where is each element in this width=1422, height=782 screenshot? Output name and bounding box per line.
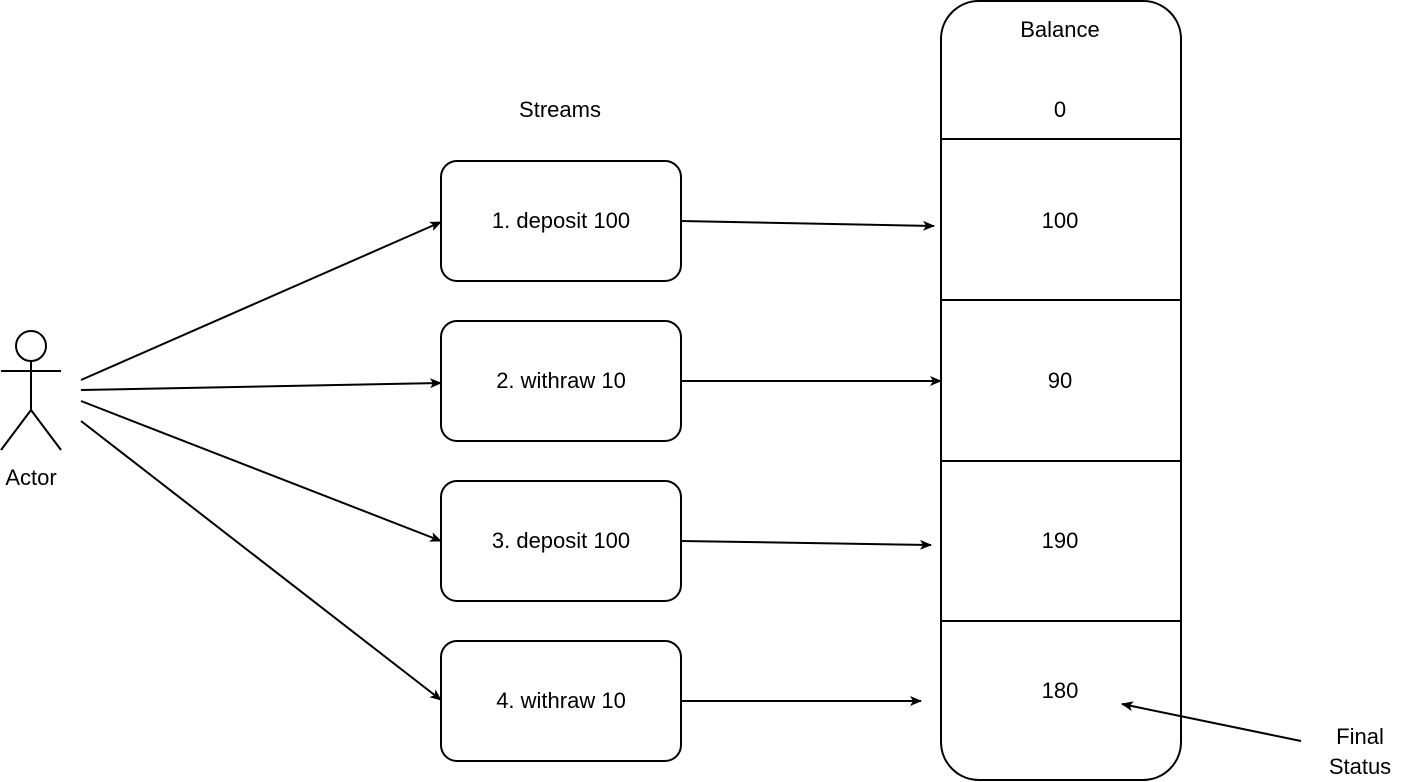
arrow-actor-to-stream-2	[80, 378, 442, 391]
actor-right-leg	[30, 409, 62, 451]
balance-value-0: 0	[1054, 97, 1066, 122]
stream-box-4: 4. withraw 10	[440, 640, 682, 762]
balance-value-2: 90	[1048, 368, 1072, 393]
arrow-actor-to-stream-3	[80, 400, 442, 542]
actor-left-leg	[0, 409, 32, 451]
arrow-actor-to-stream-1	[80, 221, 442, 381]
actor-figure	[0, 330, 62, 451]
balance-column	[940, 0, 1182, 781]
arrow-stream-1-to-balance	[680, 220, 935, 231]
stream-label: 4. withraw 10	[496, 688, 626, 713]
stream-label: 1. deposit 100	[492, 208, 630, 233]
stream-box-3: 3. deposit 100	[440, 480, 682, 602]
balance-title: Balance	[1020, 17, 1100, 42]
balance-value-3: 190	[1042, 528, 1079, 553]
streams-title: Streams	[519, 97, 601, 122]
balance-value-1: 100	[1042, 208, 1079, 233]
arrow-final-status	[1121, 701, 1302, 742]
stream-box-1: 1. deposit 100	[440, 160, 682, 282]
final-status-line1: Final	[1336, 724, 1384, 749]
actor-label: Actor	[5, 465, 56, 490]
stream-label: 2. withraw 10	[496, 368, 626, 393]
stream-box-2: 2. withraw 10	[440, 320, 682, 442]
balance-value-4: 180	[1042, 678, 1079, 703]
arrow-actor-to-stream-4	[80, 420, 442, 701]
stream-label: 3. deposit 100	[492, 528, 630, 553]
final-status-line2: Status	[1329, 754, 1391, 779]
actor-head	[15, 330, 47, 362]
arrow-stream-3-to-balance	[680, 539, 932, 550]
